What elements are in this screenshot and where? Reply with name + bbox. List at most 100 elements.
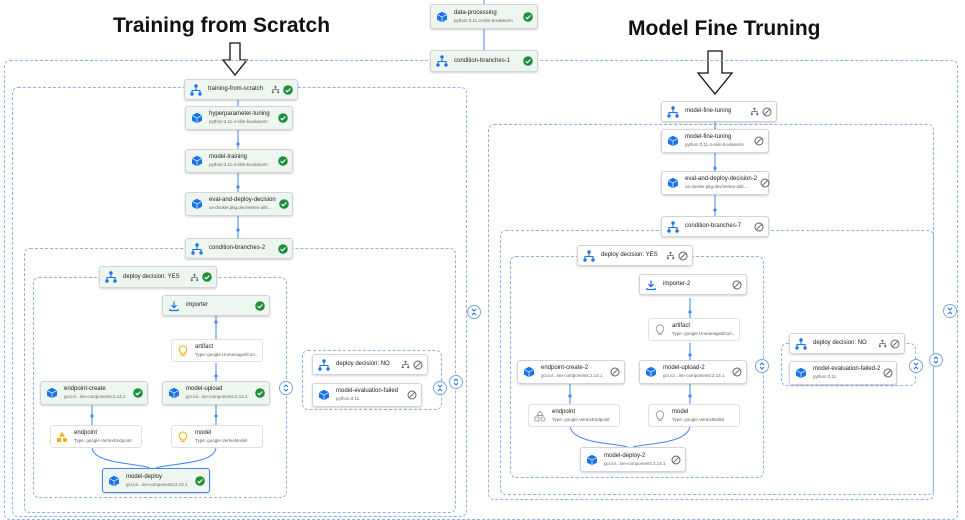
- node-subtitle: gcr.io/...ine-components:2.14.1: [541, 373, 603, 378]
- artifact-bulb-icon: [653, 323, 666, 336]
- node-title: deploy decision: NO: [336, 361, 390, 367]
- pipeline-tree-icon: [317, 358, 330, 371]
- branch-icon[interactable]: [878, 339, 887, 348]
- node-subtitle: python:3.11.4-slim-bookworm: [454, 17, 513, 23]
- success-check-icon: [255, 388, 265, 398]
- node-title: model-deploy: [126, 473, 163, 480]
- endpoint-shapes-icon: [55, 430, 68, 443]
- branch-icon[interactable]: [666, 251, 675, 260]
- success-check-icon: [278, 244, 288, 254]
- right-arrow-down-icon: [696, 50, 734, 96]
- node-subtitle: Type: google.VertexModel: [672, 416, 725, 422]
- condition-branches-2-node[interactable]: condition-branches-2: [185, 238, 293, 259]
- component-cube-icon: [585, 453, 598, 466]
- node-subtitle: us-docker.pkg.dev/vertex-ai/tr...: [685, 184, 748, 189]
- node-title: artifact: [672, 322, 691, 329]
- node-title: importer-2: [663, 281, 691, 287]
- node-title: condition-branches-7: [685, 223, 742, 229]
- node-title: hyperparameter-tuning: [209, 111, 270, 117]
- success-check-icon: [195, 476, 205, 486]
- node-title: model: [672, 408, 689, 415]
- node-subtitle: gcr.io/...ine-components:2.14.1: [64, 394, 126, 399]
- condition-branches-7-node[interactable]: condition-branches-7: [661, 216, 769, 237]
- skipped-icon: [732, 280, 742, 290]
- model-fine-tuning-node[interactable]: model-fine-tuning: [661, 101, 777, 122]
- skipped-icon: [678, 251, 688, 261]
- model-upload-2-node[interactable]: model-upload-2 gcr.io/...ine-components:2…: [639, 360, 747, 384]
- node-subtitle: gcr.io/...ine-components:2.14.1: [186, 394, 248, 399]
- collapse-toggle-icon[interactable]: [943, 304, 957, 318]
- component-cube-icon: [107, 474, 120, 487]
- hyperparameter-tuning-node[interactable]: hyperparameter-tuning python:3.11.4-slim-…: [185, 106, 293, 130]
- deploy-decision-yes-node-right[interactable]: deploy decision: YES: [577, 245, 693, 266]
- collapse-toggle-icon[interactable]: [433, 381, 447, 395]
- branch-icon[interactable]: [190, 273, 199, 282]
- branch-icon[interactable]: [750, 107, 759, 116]
- collapse-toggle-icon[interactable]: [467, 305, 481, 319]
- node-subtitle: python:3.11.4-slim-bookworm: [209, 119, 268, 124]
- component-cube-icon: [45, 387, 58, 400]
- component-cube-icon: [666, 135, 679, 148]
- node-title: model-upload-2: [663, 365, 705, 371]
- importer-2-node[interactable]: importer-2: [639, 274, 747, 295]
- success-check-icon: [279, 199, 289, 209]
- pipeline-tree-icon: [189, 83, 202, 96]
- node-title: eval-and-deploy-decision: [209, 197, 276, 203]
- component-cube-icon: [435, 10, 448, 23]
- model-upload-node[interactable]: model-upload gcr.io/...ine-components:2.1…: [162, 381, 270, 405]
- deploy-decision-no-group-left: [302, 350, 442, 410]
- pipeline-tree-icon: [666, 105, 679, 118]
- node-subtitle: Type: google.VertexEndpoint: [74, 437, 132, 443]
- pipeline-tree-icon: [190, 242, 203, 255]
- node-title: model-deploy-2: [604, 452, 646, 459]
- node-subtitle: gcr.io/...ine-components:2.14.1: [126, 481, 188, 487]
- component-cube-icon: [190, 112, 203, 125]
- pipeline-tree-icon: [582, 249, 595, 262]
- deploy-decision-no-node-right[interactable]: deploy decision: NO: [789, 333, 905, 354]
- skipped-icon: [754, 222, 764, 232]
- training-from-scratch-node[interactable]: training-from-scratch: [184, 79, 298, 100]
- node-title: deploy decision: YES: [601, 252, 658, 258]
- expand-toggle-icon[interactable]: [929, 353, 943, 367]
- component-cube-icon: [794, 367, 807, 380]
- node-subtitle: Type: google.UnmanagedCon...: [672, 330, 736, 336]
- node-title: model-upload: [186, 386, 223, 392]
- condition-branches-1-node[interactable]: condition-branches-1: [430, 50, 538, 72]
- node-title: deploy decision: YES: [123, 273, 180, 280]
- branch-icon[interactable]: [401, 360, 410, 369]
- node-subtitle: gcr.io/...ine-components:2.14.1: [663, 373, 725, 378]
- pipeline-tree-icon: [435, 55, 448, 68]
- expand-toggle-icon[interactable]: [755, 359, 769, 373]
- expand-toggle-icon[interactable]: [449, 375, 463, 389]
- expand-toggle-icon[interactable]: [279, 381, 293, 395]
- collapse-toggle-icon[interactable]: [909, 359, 923, 373]
- download-icon: [644, 278, 657, 291]
- deploy-decision-yes-node-left[interactable]: deploy decision: YES: [99, 266, 217, 288]
- success-check-icon: [523, 56, 533, 66]
- importer-node-left[interactable]: importer: [162, 295, 270, 316]
- branch-icon[interactable]: [271, 85, 280, 94]
- model-training-node[interactable]: model-training python:3.11.4-slim-bookwor…: [185, 149, 293, 173]
- deploy-decision-no-node-left[interactable]: deploy decision: NO: [312, 354, 428, 375]
- node-title: model-training: [209, 154, 248, 160]
- skipped-icon: [732, 367, 742, 377]
- node-subtitle: python:3.11.4-slim-bookworm: [209, 162, 268, 167]
- node-title: importer: [186, 302, 209, 308]
